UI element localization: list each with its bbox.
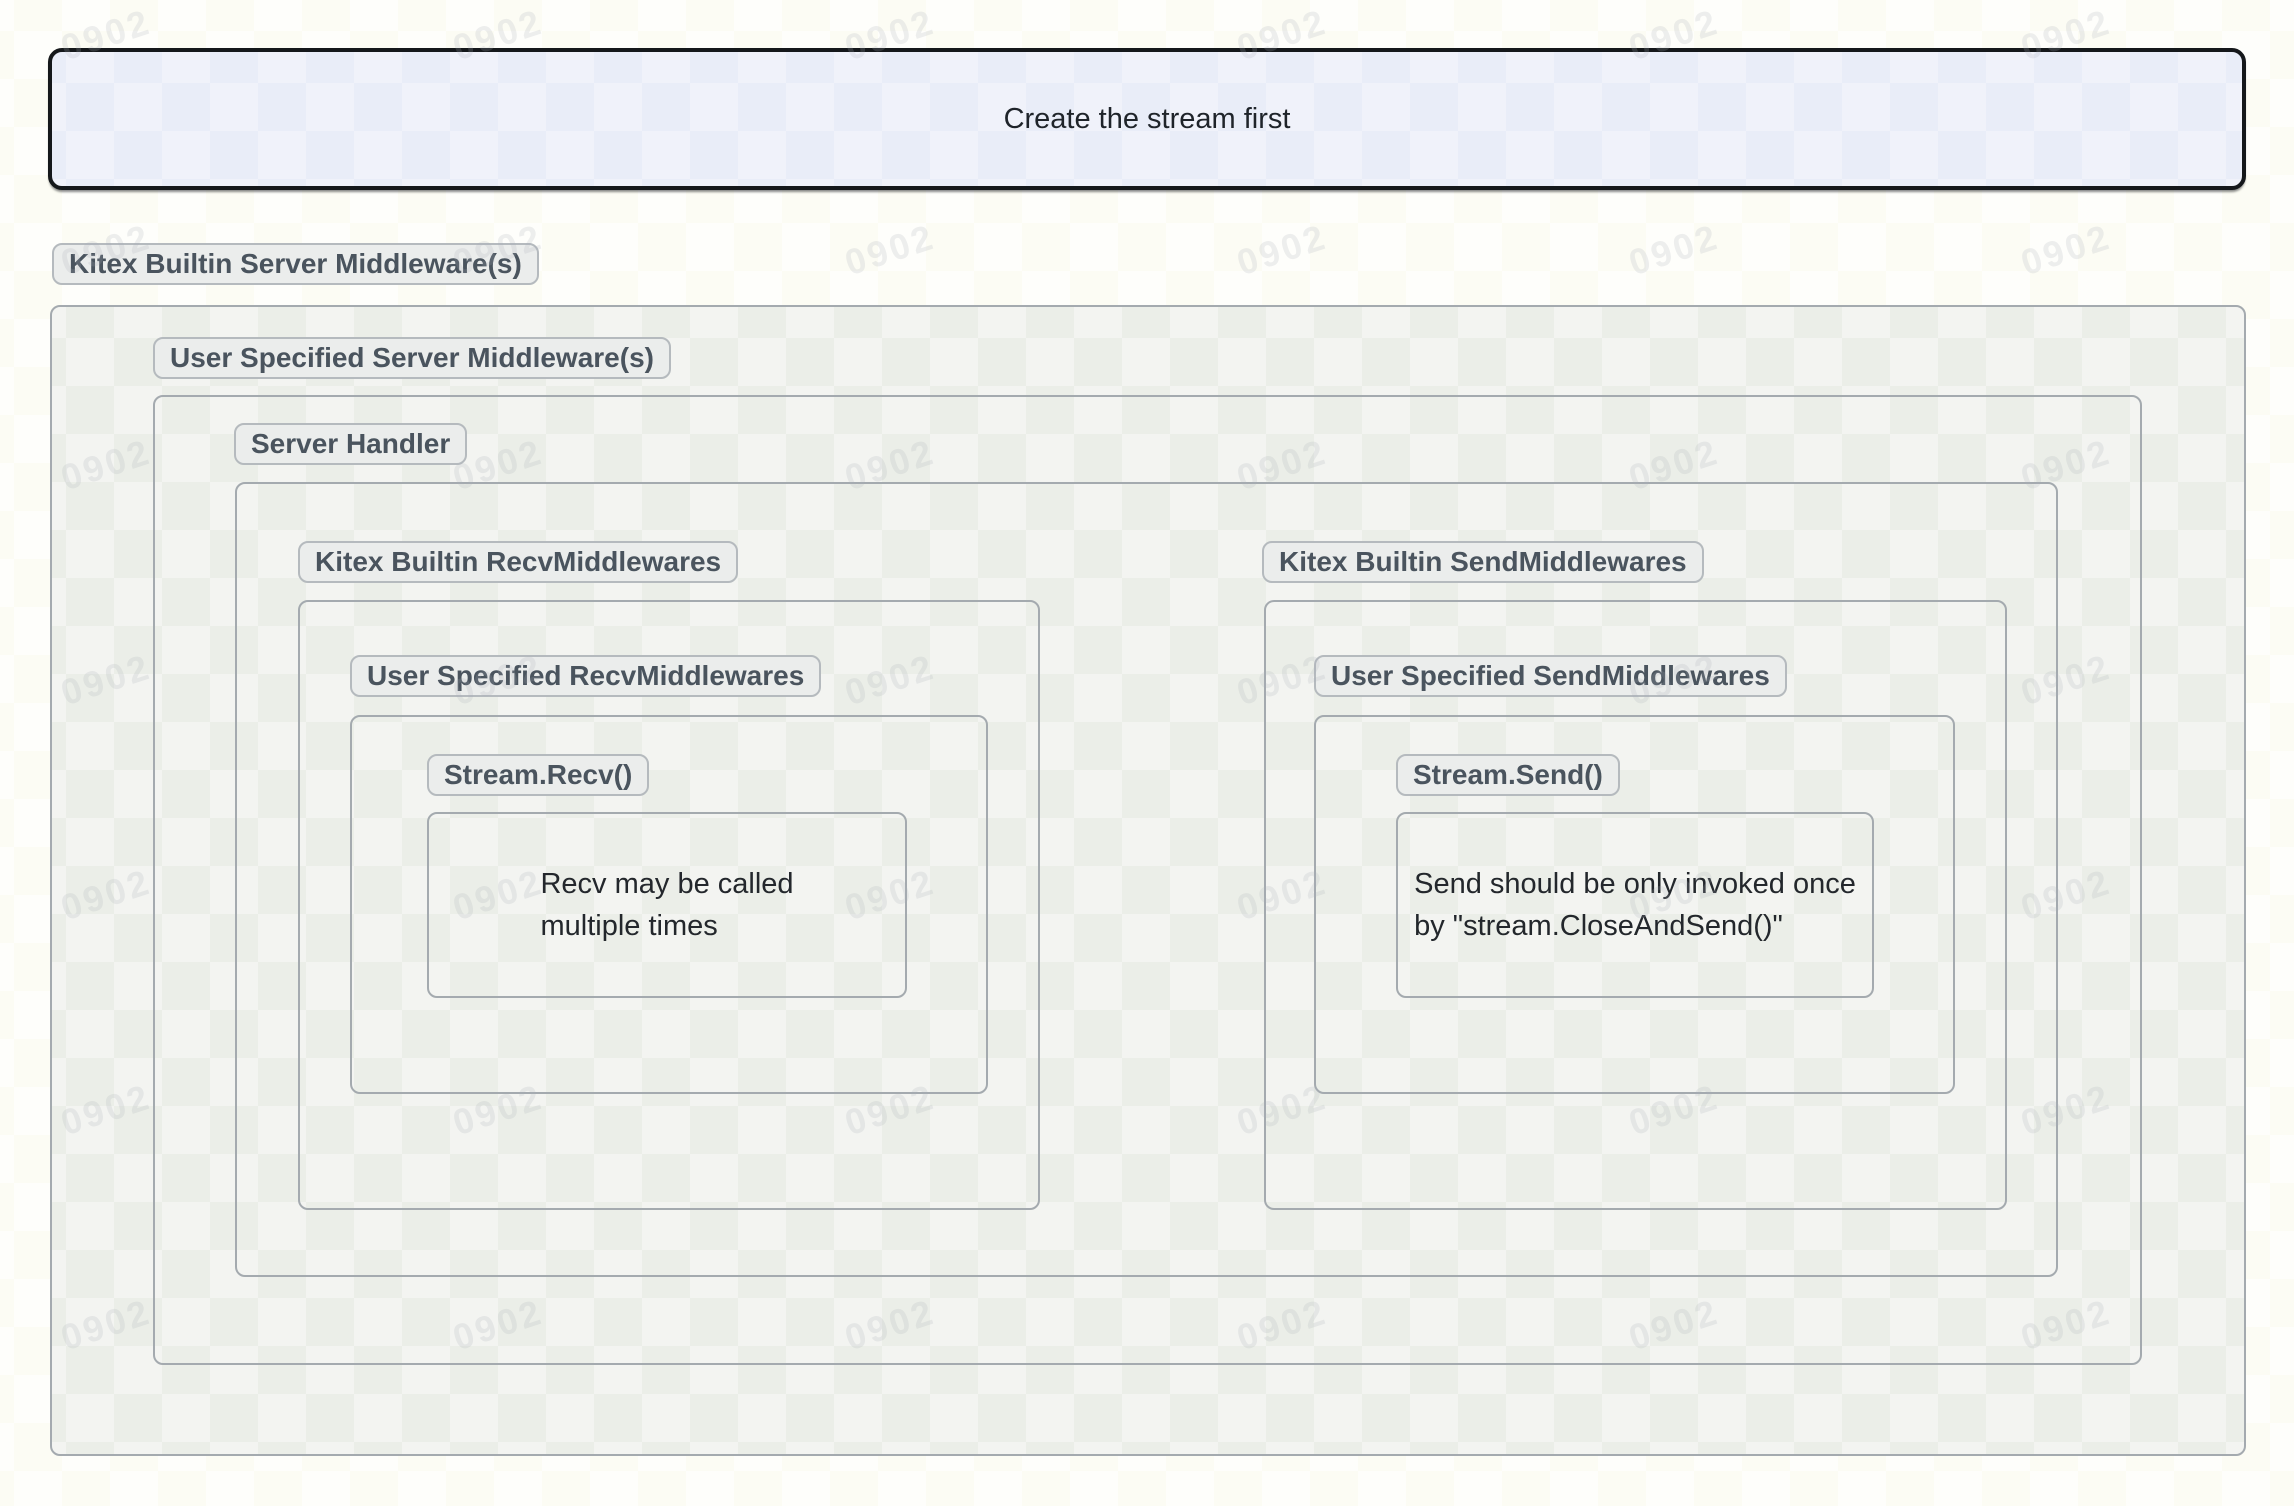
send-note-line-2: by "stream.CloseAndSend()" — [1414, 910, 1783, 942]
label-user-specified-recv-middlewares: User Specified RecvMiddlewares — [350, 655, 822, 697]
stream-send-box: Send should be only invoked once by "str… — [1396, 812, 1874, 998]
recv-note-line-1: Recv may be called — [540, 868, 794, 900]
user-specified-server-middlewares-box — [153, 395, 2142, 1365]
user-specified-send-middlewares-box — [1314, 715, 1955, 1094]
label-kitex-builtin-server-middlewares: Kitex Builtin Server Middleware(s) — [52, 243, 539, 285]
label-kitex-builtin-recv-middlewares: Kitex Builtin RecvMiddlewares — [298, 541, 739, 583]
label-stream-send: Stream.Send() — [1396, 754, 1620, 796]
kitex-builtin-recv-middlewares-box — [298, 600, 1040, 1210]
user-specified-recv-middlewares-box — [350, 715, 988, 1094]
label-server-handler: Server Handler — [234, 423, 468, 465]
create-stream-banner-label: Create the stream first — [1003, 102, 1291, 135]
label-user-specified-server-middlewares: User Specified Server Middleware(s) — [153, 337, 671, 379]
label-user-specified-send-middlewares: User Specified SendMiddlewares — [1314, 655, 1787, 697]
stream-recv-box: Recv may be called multiple times — [427, 812, 907, 998]
recv-note: Recv may be called multiple times — [540, 863, 793, 947]
kitex-builtin-send-middlewares-box — [1264, 600, 2007, 1210]
create-stream-banner: Create the stream first — [48, 48, 2246, 190]
server-handler-box — [235, 482, 2058, 1277]
send-note: Send should be only invoked once by "str… — [1414, 863, 1856, 947]
recv-note-line-2: multiple times — [540, 910, 718, 942]
label-kitex-builtin-send-middlewares: Kitex Builtin SendMiddlewares — [1262, 541, 1704, 583]
send-note-line-1: Send should be only invoked once — [1414, 868, 1856, 900]
label-stream-recv: Stream.Recv() — [427, 754, 650, 796]
kitex-builtin-server-middlewares-box — [50, 305, 2246, 1456]
